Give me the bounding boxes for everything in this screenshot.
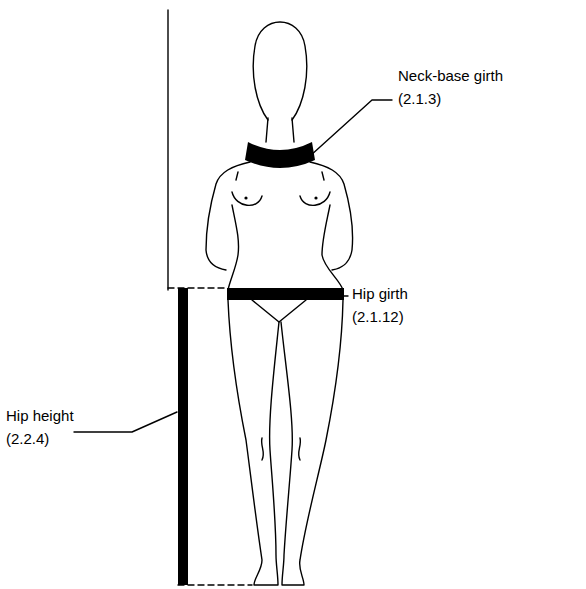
hip-girth-band <box>227 288 344 300</box>
right-arm <box>310 162 353 270</box>
neck-outline <box>266 118 294 142</box>
left-torso <box>228 205 239 290</box>
briefs-outline <box>252 300 306 322</box>
chest-mark <box>236 172 324 180</box>
right-leg <box>281 300 343 585</box>
left-breast <box>232 192 262 205</box>
leader-line <box>74 412 177 432</box>
nipple <box>314 196 317 199</box>
level-line <box>168 287 226 288</box>
right-torso <box>322 205 343 290</box>
level-line <box>178 584 252 585</box>
left-arm <box>206 162 250 270</box>
knee-mark <box>262 438 301 460</box>
left-leg <box>228 300 279 585</box>
nipple <box>244 196 247 199</box>
hip-height-bar <box>178 288 188 585</box>
measure-label: Neck-base girth (2.1.3) <box>398 64 523 110</box>
measure-label: Hip height (2.2.4) <box>6 404 98 450</box>
leader-line <box>310 100 392 156</box>
reference-line <box>167 10 168 290</box>
right-breast <box>300 192 330 205</box>
neck-girth-band <box>245 142 315 168</box>
measure-label: Hip girth (2.1.12) <box>352 282 434 328</box>
head-outline <box>253 22 307 120</box>
